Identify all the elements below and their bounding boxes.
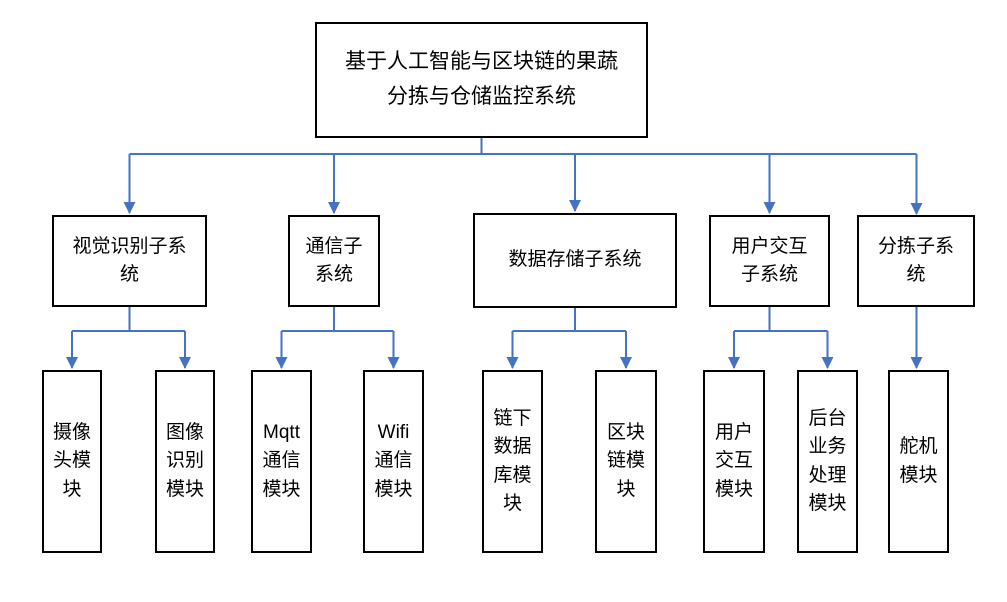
node-subsystem-sorting: 分拣子系 统 (857, 215, 975, 307)
node-module-wifi-communication: Wifi 通信 模块 (363, 370, 424, 553)
connectors-communication-subsystem (275, 307, 400, 369)
node-subsystem-data-storage: 数据存储子系统 (473, 213, 677, 308)
connectors-storage-subsystem (506, 307, 632, 369)
connectors-vision-subsystem (66, 307, 191, 369)
node-module-blockchain: 区块 链模 块 (595, 370, 657, 553)
node-module-image-recognition: 图像 识别 模块 (155, 370, 215, 553)
node-subsystem-user-interaction: 用户交互 子系统 (709, 215, 830, 307)
node-module-servo: 舵机 模块 (888, 370, 949, 553)
node-subsystem-communication: 通信子 系统 (288, 215, 380, 307)
node-module-camera: 摄像 头模 块 (42, 370, 102, 553)
connectors-user-interaction-subsystem (728, 307, 834, 369)
node-module-mqtt-communication: Mqtt 通信 模块 (251, 370, 312, 553)
connectors-root-to-subsystems (123, 138, 923, 215)
node-subsystem-vision-recognition: 视觉识别子系 统 (52, 215, 207, 307)
node-module-backend-business: 后台 业务 处理 模块 (797, 370, 858, 553)
node-root-system: 基于人工智能与区块链的果蔬 分拣与仓储监控系统 (315, 22, 648, 138)
node-module-offchain-database: 链下 数据 库模 块 (482, 370, 543, 553)
node-module-user-interaction: 用户 交互 模块 (703, 370, 765, 553)
